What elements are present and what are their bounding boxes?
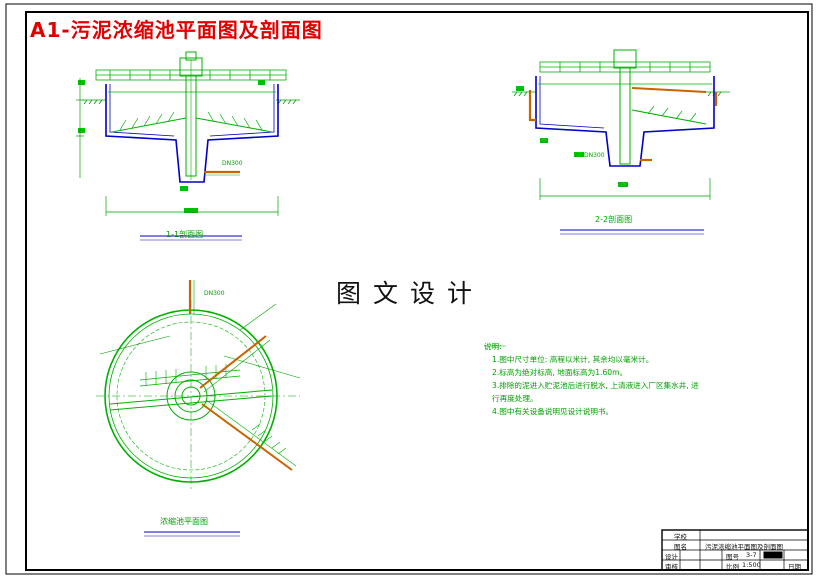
section-1-1-caption: 1-1剖面图 xyxy=(166,230,204,239)
tb-drawing-no: 3-7 xyxy=(746,551,757,559)
tb-date-label: 日期 xyxy=(788,563,801,571)
plan-view xyxy=(96,280,301,537)
watermark-label: 图文设计 xyxy=(336,279,485,308)
tb-drawing-name-label: 图名 xyxy=(674,543,687,551)
note-item: 4.图中有关设备说明见设计说明书。 xyxy=(492,407,614,416)
pipe-label-dn300-left: DN300 xyxy=(222,160,243,167)
plan-caption: 浓缩池平面图 xyxy=(160,517,208,526)
title-block xyxy=(661,529,809,571)
tb-review-label: 审核 xyxy=(665,563,678,571)
section-1-1 xyxy=(76,51,300,241)
section-2-2-caption: 2-2剖面图 xyxy=(595,215,633,224)
design-notes: 说明: 1.图中尺寸单位: 高程以米计, 其余均以毫米计。 2.标高为绝对标高,… xyxy=(484,340,699,418)
outer-border xyxy=(5,3,813,575)
tb-school-label: 学校 xyxy=(674,533,687,541)
tb-scale-label: 比例 xyxy=(726,563,739,571)
drawing-title: A1-污泥浓缩池平面图及剖面图 xyxy=(30,18,323,42)
tb-drawing-name: 污泥浓缩池平面图及剖面图 xyxy=(705,543,783,551)
note-item: 2.标高为绝对标高, 地面标高为1.60m。 xyxy=(492,368,628,377)
note-item: 行再度处理。 xyxy=(492,394,538,403)
pipe-label-dn300-top: DN300 xyxy=(204,290,225,297)
notes-heading: 说明: xyxy=(484,342,502,351)
inner-border xyxy=(25,11,809,571)
tb-design-label: 设计 xyxy=(665,553,678,561)
tb-scale: 1:500 xyxy=(742,561,761,569)
pipe-label-dn300-right: DN300 xyxy=(584,152,605,159)
note-item: 1.图中尺寸单位: 高程以米计, 其余均以毫米计。 xyxy=(492,355,654,364)
tb-drawing-no-label: 图号 xyxy=(726,553,739,561)
section-2-2 xyxy=(512,49,730,235)
note-item: 3.排除的泥进入贮泥池后进行脱水, 上清液进入厂区集水井, 进 xyxy=(492,381,699,390)
